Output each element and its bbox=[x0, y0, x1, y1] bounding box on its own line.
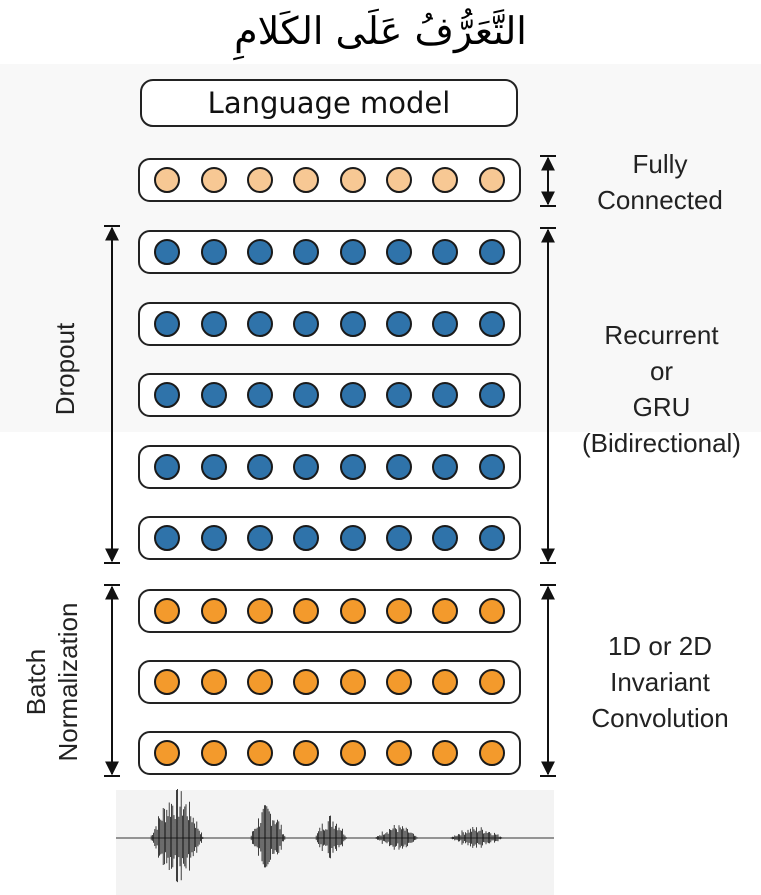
neuron bbox=[339, 525, 366, 551]
neuron bbox=[293, 740, 320, 766]
neuron bbox=[339, 311, 366, 337]
neuron bbox=[293, 382, 320, 408]
layer-rnn bbox=[138, 230, 521, 274]
neuron bbox=[478, 525, 505, 551]
layer-conv bbox=[138, 589, 521, 633]
diagram-title: التَّعَرُّفُ عَلَى الكَلامِ bbox=[234, 9, 527, 53]
neuron bbox=[154, 525, 181, 551]
neuron bbox=[200, 167, 227, 193]
neuron bbox=[154, 167, 181, 193]
neuron bbox=[246, 239, 273, 265]
neuron bbox=[246, 740, 273, 766]
neuron bbox=[200, 740, 227, 766]
neuron bbox=[246, 669, 273, 695]
neuron bbox=[154, 311, 181, 337]
neuron bbox=[432, 598, 459, 624]
waveform-signal bbox=[150, 789, 504, 883]
neuron bbox=[246, 167, 273, 193]
neuron bbox=[386, 454, 413, 480]
neuron bbox=[200, 382, 227, 408]
neuron bbox=[246, 311, 273, 337]
language-model-box: Language model bbox=[140, 79, 518, 127]
neuron bbox=[478, 454, 505, 480]
neuron bbox=[293, 525, 320, 551]
neuron bbox=[386, 740, 413, 766]
neuron bbox=[246, 525, 273, 551]
layer-fc bbox=[138, 158, 521, 202]
neuron bbox=[386, 382, 413, 408]
neuron bbox=[386, 311, 413, 337]
layer-rnn bbox=[138, 516, 521, 560]
neuron bbox=[246, 598, 273, 624]
neuron bbox=[200, 311, 227, 337]
neuron bbox=[478, 167, 505, 193]
neuron bbox=[154, 669, 181, 695]
neuron bbox=[339, 382, 366, 408]
neuron bbox=[154, 598, 181, 624]
recurrent-arrow bbox=[540, 227, 556, 564]
neuron bbox=[432, 382, 459, 408]
neuron bbox=[432, 740, 459, 766]
fully-connected-arrow bbox=[540, 155, 556, 207]
neuron bbox=[246, 454, 273, 480]
neuron bbox=[200, 598, 227, 624]
neuron bbox=[386, 669, 413, 695]
neuron bbox=[432, 454, 459, 480]
layer-rnn bbox=[138, 302, 521, 346]
neuron bbox=[339, 167, 366, 193]
neuron bbox=[432, 167, 459, 193]
neuron bbox=[432, 239, 459, 265]
fully-connected-label: Fully Connected bbox=[597, 149, 723, 215]
neuron bbox=[386, 239, 413, 265]
neuron bbox=[478, 669, 505, 695]
neuron bbox=[293, 239, 320, 265]
neuron bbox=[339, 454, 366, 480]
batch-norm-arrow bbox=[104, 584, 120, 777]
neuron bbox=[478, 239, 505, 265]
neuron bbox=[200, 525, 227, 551]
neuron bbox=[478, 598, 505, 624]
neuron bbox=[154, 740, 181, 766]
neuron bbox=[478, 311, 505, 337]
neuron bbox=[154, 382, 181, 408]
neuron bbox=[386, 525, 413, 551]
neuron bbox=[200, 669, 227, 695]
neuron bbox=[339, 740, 366, 766]
neuron bbox=[293, 311, 320, 337]
neuron bbox=[293, 598, 320, 624]
layer-rnn bbox=[138, 445, 521, 489]
neuron bbox=[339, 598, 366, 624]
neuron bbox=[293, 669, 320, 695]
neuron bbox=[339, 239, 366, 265]
dropout-arrow bbox=[104, 225, 120, 564]
neuron bbox=[246, 382, 273, 408]
neuron bbox=[293, 454, 320, 480]
neuron bbox=[478, 382, 505, 408]
convolution-label: 1D or 2D Invariant Convolution bbox=[591, 631, 729, 733]
layer-rnn bbox=[138, 373, 521, 417]
neuron bbox=[200, 454, 227, 480]
language-model-label: Language model bbox=[207, 86, 451, 120]
neuron bbox=[432, 525, 459, 551]
neuron bbox=[386, 598, 413, 624]
neuron bbox=[154, 239, 181, 265]
neuron bbox=[293, 167, 320, 193]
neuron bbox=[154, 454, 181, 480]
layer-conv bbox=[138, 731, 521, 775]
neuron bbox=[432, 311, 459, 337]
neuron bbox=[339, 669, 366, 695]
neuron bbox=[200, 239, 227, 265]
recurrent-label: Recurrent or GRU (Bidirectional) bbox=[582, 320, 741, 458]
neuron bbox=[478, 740, 505, 766]
layer-conv bbox=[138, 660, 521, 704]
neuron bbox=[386, 167, 413, 193]
neuron bbox=[432, 669, 459, 695]
convolution-arrow bbox=[540, 584, 556, 777]
